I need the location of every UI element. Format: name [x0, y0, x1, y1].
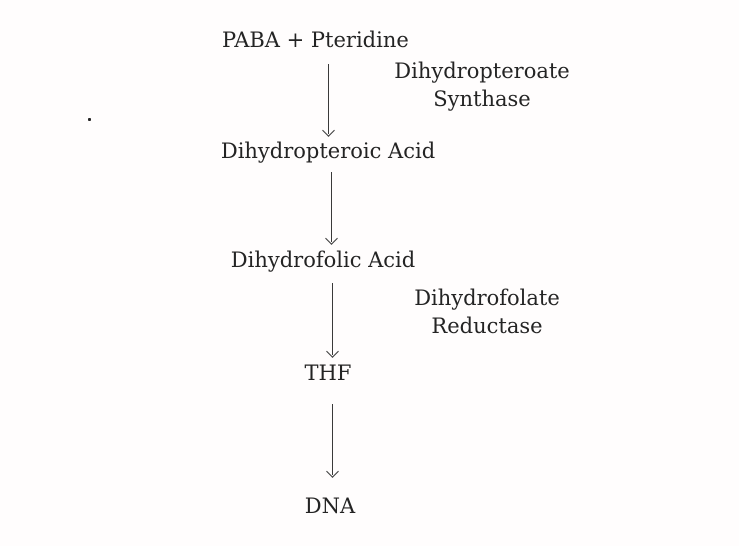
arrow-down-icon — [331, 172, 332, 242]
arrow-down-icon — [328, 64, 329, 134]
node-dihydropteroic-acid: Dihydropteroic Acid — [220, 139, 436, 163]
arrow-down-icon — [332, 283, 333, 355]
node-dihydrofolic-acid: Dihydrofolic Acid — [230, 248, 416, 272]
enzyme-label-line: Synthase — [433, 87, 531, 111]
arrow-down-icon — [332, 404, 333, 475]
enzyme-label-dihydropteroate-synthase: Dihydropteroate Synthase — [394, 57, 569, 113]
enzyme-label-line: Dihydropteroate — [394, 59, 570, 83]
stray-dot — [88, 118, 91, 121]
node-dna: DNA — [304, 494, 356, 518]
enzyme-label-line: Dihydrofolate — [414, 286, 560, 310]
enzyme-label-dihydrofolate-reductase: Dihydrofolate Reductase — [414, 284, 560, 340]
enzyme-label-line: Reductase — [431, 314, 543, 338]
node-thf: THF — [304, 361, 352, 385]
node-paba-pteridine: PABA + Pteridine — [222, 28, 409, 52]
